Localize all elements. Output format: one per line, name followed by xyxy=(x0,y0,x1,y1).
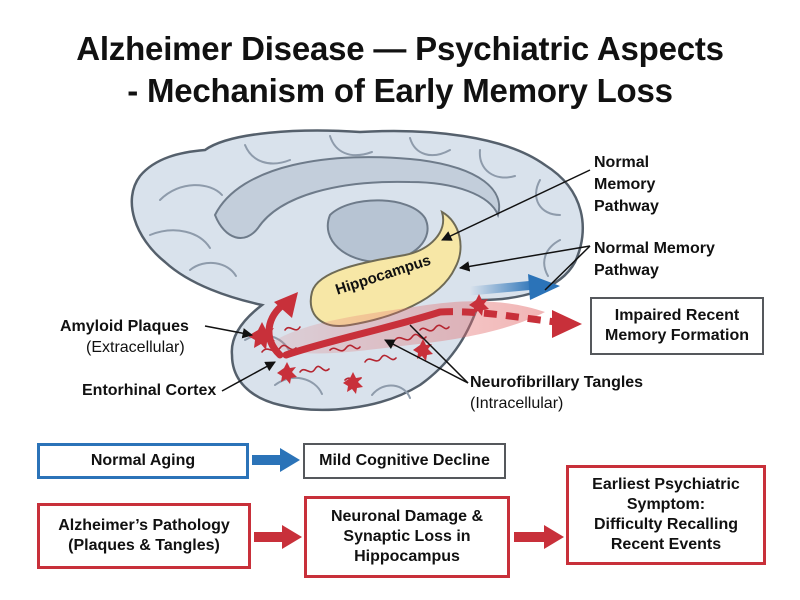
flow-arrow-red1-body xyxy=(254,532,284,542)
normal-pathway-1-line-3: Pathway xyxy=(594,198,659,215)
earliest-symptom-box: Earliest Psychiatric Symptom: Difficulty… xyxy=(566,465,766,565)
leader-amyloid xyxy=(204,325,254,339)
tangles-marks xyxy=(261,324,450,382)
neuronal-line-1: Neuronal Damage & xyxy=(330,508,484,525)
leader-tangles-2 xyxy=(409,324,469,384)
impaired-line-1: Impaired Recent xyxy=(614,307,740,324)
neuronal-line-3: Hippocampus xyxy=(354,548,460,565)
title-line-1: Alzheimer Disease — Psychiatric Aspects xyxy=(76,30,724,67)
mild-decline-box: Mild Cognitive Decline xyxy=(303,443,506,479)
impaired-line-2: Memory Formation xyxy=(604,327,749,344)
normal-pathway-2-line-1: Normal Memory xyxy=(594,240,715,257)
pathology-line-1: Alzheimer’s Pathology xyxy=(58,517,230,534)
flow-arrow-red2-head xyxy=(544,525,564,549)
leader-normal-2 xyxy=(458,245,591,272)
symptom-line-4: Recent Events xyxy=(610,536,722,553)
normal-pathway-label-1: Normal Memory Pathway xyxy=(594,152,659,218)
leader-normal-2b xyxy=(544,245,591,291)
impaired-dashed-arrow xyxy=(439,308,557,326)
corpus-callosum xyxy=(213,156,501,239)
pathology-line-2: (Plaques & Tangles) xyxy=(68,537,220,554)
entorhinal-arrow-path xyxy=(265,300,288,359)
entorhinal-to-hippocampus-path xyxy=(282,308,444,359)
title-line-2: - Mechanism of Early Memory Loss xyxy=(127,72,673,109)
neuronal-damage-box: Neuronal Damage & Synaptic Loss in Hippo… xyxy=(304,496,510,578)
symptom-line-3: Difficulty Recalling xyxy=(593,516,738,533)
pathology-box: Alzheimer’s Pathology (Plaques & Tangles… xyxy=(37,503,251,569)
neuronal-line-2: Synaptic Loss in xyxy=(343,528,471,545)
flow-arrow-red1-head xyxy=(282,525,302,549)
entorhinal-label: Entorhinal Cortex xyxy=(82,382,217,399)
ventricle xyxy=(327,199,429,264)
flow-arrow-blue-body xyxy=(252,455,282,465)
flow-arrows xyxy=(252,448,564,549)
amyloid-sub-label: (Extracellular) xyxy=(86,339,185,356)
leader-tangles-1 xyxy=(384,339,469,384)
amyloid-label: Amyloid Plaques xyxy=(60,318,189,335)
normal-pathway-1-line-1: Normal xyxy=(594,154,650,171)
leader-entorhinal xyxy=(221,361,276,392)
normal-pathway-2-line-2: Pathway xyxy=(594,262,659,279)
flow-arrow-blue-head xyxy=(280,448,300,472)
symptom-line-2: Symptom: xyxy=(626,496,706,513)
entorhinal-arrow-head xyxy=(274,292,298,318)
leader-normal-1 xyxy=(441,169,591,241)
flow-arrow-red2-body xyxy=(514,532,546,542)
impaired-arrow-head xyxy=(552,310,582,338)
mild-decline-text: Mild Cognitive Decline xyxy=(319,452,490,469)
tangles-label: Neurofibrillary Tangles xyxy=(470,374,644,391)
impaired-memory-box: Impaired Recent Memory Formation xyxy=(590,297,764,355)
normal-aging-text: Normal Aging xyxy=(90,452,196,469)
normal-pathway-arrow-head xyxy=(528,274,560,300)
normal-pathway-1-line-2: Memory xyxy=(594,176,656,193)
normal-pathway-arrow-body xyxy=(465,280,540,296)
page-title: Alzheimer Disease — Psychiatric Aspects … xyxy=(0,28,800,112)
tangles-sub-label: (Intracellular) xyxy=(470,395,564,412)
normal-pathway-label-2: Normal Memory Pathway xyxy=(594,238,715,282)
normal-aging-box: Normal Aging xyxy=(37,443,249,479)
symptom-line-1: Earliest Psychiatric xyxy=(592,476,740,493)
